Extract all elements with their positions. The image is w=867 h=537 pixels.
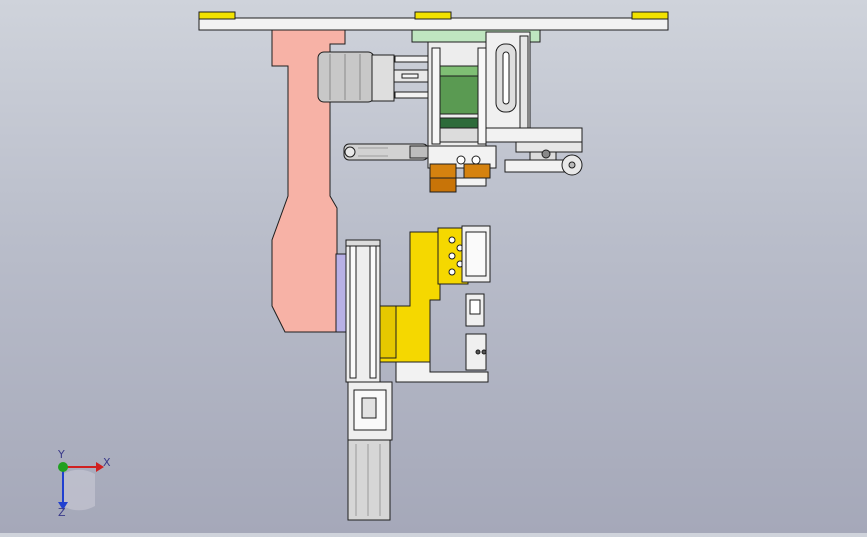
z-axis-label: Z [58,506,66,519]
y-axis-dot [58,462,68,472]
motor-flange [371,54,395,102]
top-plate-pad-left [198,11,236,20]
motor-body [317,51,375,103]
lower-motor [347,439,391,521]
salmon-bracket [271,29,346,333]
horizontal-arm [485,127,583,143]
orientation-triad[interactable]: X Y Z [40,448,120,520]
x-axis-label: X [103,456,111,469]
top-plate-pad-center [414,11,452,20]
top-plate-pad-right [631,11,669,20]
base-bracket [395,361,489,383]
green-block [437,75,481,115]
top-plate [198,17,669,31]
dark-green-band [437,117,481,129]
gripper-jaw-left [429,163,457,179]
y-axis-label: Y [57,450,65,461]
gripper-jaw-right [463,163,491,179]
motor-mount [394,55,432,63]
